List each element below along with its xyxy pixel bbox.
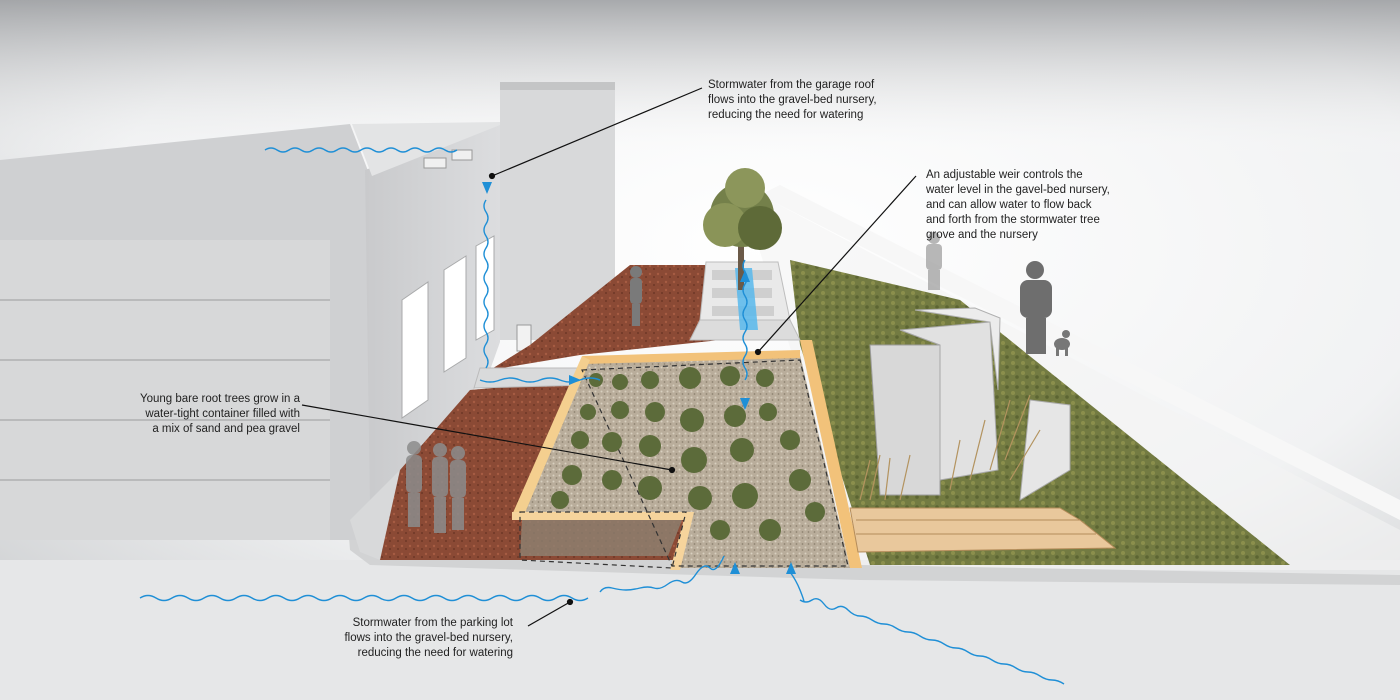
- callout-line: flows into the gravel-bed nursery,: [344, 632, 513, 644]
- tree-icon: [703, 168, 782, 290]
- callout-line: reducing the need for watering: [357, 647, 513, 659]
- callout-line: Stormwater from the garage roof: [708, 79, 875, 91]
- callout-line: An adjustable weir controls the: [926, 169, 1083, 181]
- callout-line: and can allow water to flow back: [926, 199, 1092, 211]
- mulch-bed: [490, 265, 720, 370]
- concrete-panels: [869, 344, 941, 496]
- person-icon: [1020, 261, 1052, 354]
- callout-line: Stormwater from the parking lot: [352, 617, 513, 629]
- ornamental-grass: [859, 394, 1041, 501]
- person-icon: [406, 441, 466, 533]
- callout-line: and forth from the stormwater tree: [926, 214, 1100, 226]
- callout-parking-lot: Stormwater from the parking lot flows in…: [300, 616, 513, 661]
- person-icon: [926, 232, 942, 290]
- window: [443, 255, 467, 373]
- callout-line: flows into the gravel-bed nursery,: [708, 94, 877, 106]
- callout-line: a mix of sand and pea gravel: [152, 423, 300, 435]
- callout-line: water-tight container filled with: [145, 408, 300, 420]
- timber-edge: [582, 350, 800, 364]
- window: [401, 281, 429, 419]
- seedlings: [551, 366, 825, 541]
- callout-weir: An adjustable weir controls the water le…: [926, 168, 1110, 243]
- flow-arrow-icon: [482, 182, 796, 574]
- callout-line: Young bare root trees grow in a: [139, 393, 300, 405]
- leader-lines: [301, 87, 917, 627]
- timber-steps: [849, 507, 1117, 553]
- container-cutaway: [520, 520, 682, 556]
- callout-bare-root-trees: Young bare root trees grow in a water-ti…: [110, 392, 300, 437]
- callout-line: water level in the gavel-bed nursery,: [926, 184, 1110, 196]
- callout-line: reducing the need for watering: [708, 109, 864, 121]
- person-icon: [630, 266, 642, 326]
- water-wave-icon: [139, 147, 1065, 685]
- dog-icon: [1054, 330, 1070, 356]
- back-building: [500, 82, 615, 340]
- callout-line: grove and the nursery: [926, 229, 1038, 241]
- callout-garage-roof: Stormwater from the garage roof flows in…: [708, 78, 877, 123]
